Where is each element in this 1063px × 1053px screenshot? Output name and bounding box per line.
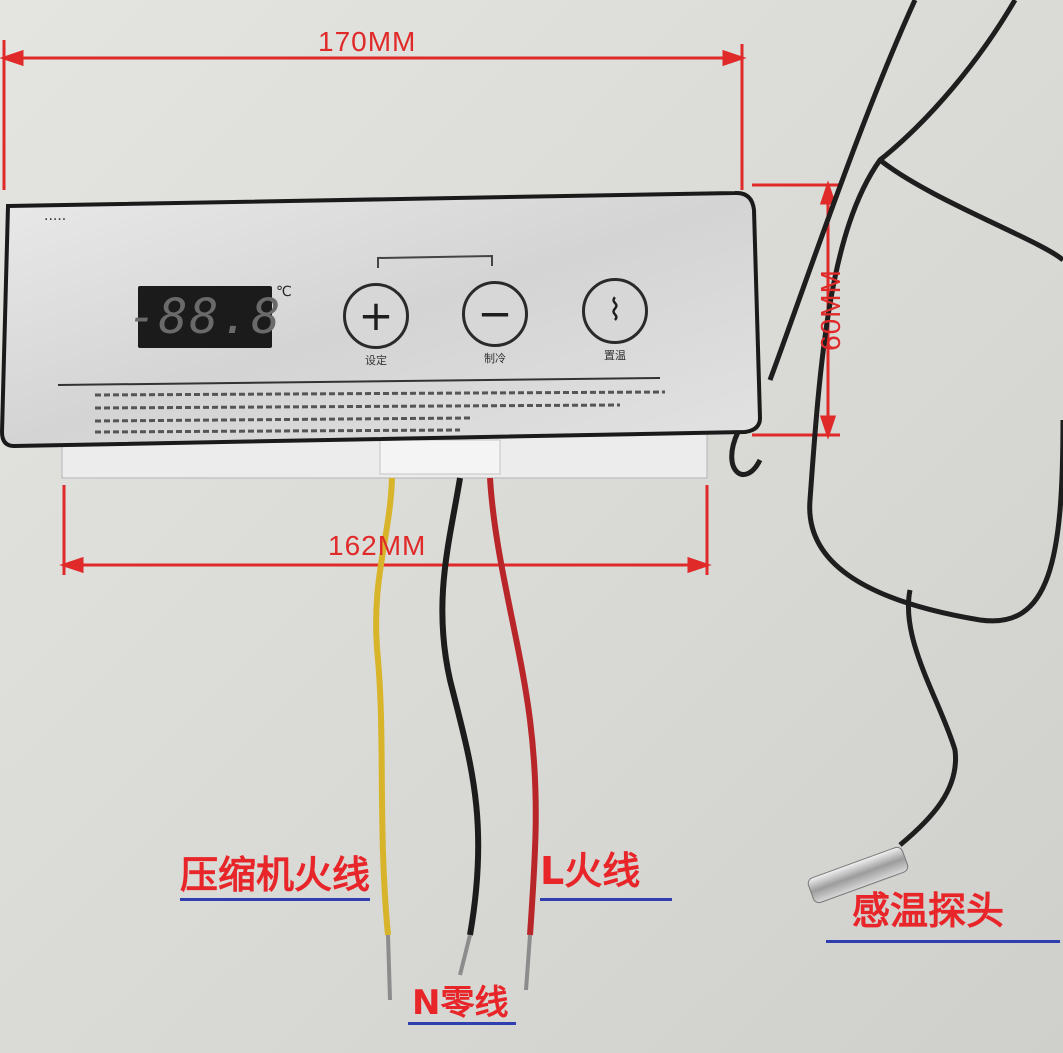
yellow-wire [373, 477, 395, 936]
plus-button-label: 设定 [365, 354, 387, 367]
probe-cable-lead [729, 430, 959, 847]
instruction-text [94, 390, 666, 434]
dimension-162mm [59, 485, 712, 575]
minus-icon: − [477, 289, 513, 338]
lcd-display: -88.8 [128, 286, 280, 348]
black-wire [439, 477, 482, 936]
temp-probe-underline [826, 940, 1060, 943]
display-value: -88.8 [127, 289, 283, 345]
base-width-dimension-label: 162MM [328, 530, 427, 561]
plus-button[interactable]: + [343, 283, 409, 349]
minus-button-label: 制冷 [484, 352, 506, 365]
neutral-wire-underline [408, 1022, 516, 1025]
temperature-probe [807, 846, 909, 904]
live-wire-underline [540, 898, 672, 901]
compressor-live-underline [180, 898, 370, 901]
live-wire-label: L火线 [540, 849, 641, 893]
model-text: ····· [44, 212, 67, 228]
thermometer-button-label: 置温 [604, 349, 626, 362]
display-unit: ℃ [276, 284, 292, 300]
minus-button[interactable]: − [462, 281, 528, 347]
wire-terminals [386, 934, 532, 1001]
thermometer-icon: ⌇ [607, 293, 623, 328]
width-dimension-label: 170MM [318, 26, 417, 57]
probe-cable [767, 0, 1063, 624]
red-wire [487, 477, 539, 936]
dimension-170mm [0, 40, 747, 190]
height-dimension-label: 60MM [814, 269, 846, 351]
neutral-wire-label: N零线 [412, 983, 509, 1023]
temp-probe-label: 感温探头 [852, 889, 1005, 933]
compressor-live-label: 压缩机火线 [180, 853, 371, 897]
plus-icon: + [358, 291, 394, 340]
thermometer-button[interactable]: ⌇ [582, 278, 648, 344]
